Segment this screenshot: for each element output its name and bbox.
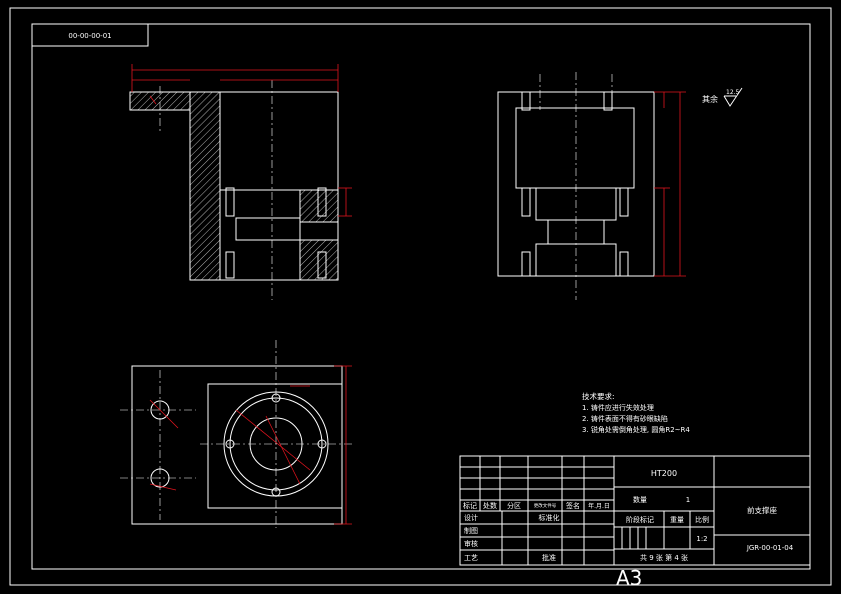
scale-value: 1:2	[696, 535, 707, 543]
front-section-view	[129, 64, 352, 300]
rev-header-count: 处数	[483, 501, 497, 510]
standardize-text: 标准化	[539, 513, 560, 522]
title-block: HT200 前支撑座 数量 1 阶段标记 重量 比例 1:2 共 9 张 第 4…	[459, 455, 811, 566]
weight-label: 重量	[670, 516, 684, 524]
tech-req-item-3: 3. 锐角处需倒角处理, 圆角R2~R4	[582, 425, 690, 434]
inner-border	[31, 23, 811, 570]
drawing-number-text: 00-00-00-01	[68, 32, 111, 40]
outer-border	[9, 7, 832, 586]
role-draw: 制图	[464, 526, 478, 535]
role-process: 工艺	[464, 554, 478, 562]
surface-finish-symbol: 其余 12.5	[702, 87, 743, 107]
scale-label: 比例	[695, 515, 709, 524]
side-view	[497, 72, 686, 300]
rev-header-date: 年.月.日	[588, 502, 610, 510]
tech-req-title: 技术要求:	[582, 391, 615, 401]
role-design: 设计	[464, 513, 478, 522]
rev-header-mark: 标记	[463, 501, 477, 510]
rev-header-doc: 更改文件号	[534, 502, 557, 509]
paper-size-label: A3	[616, 566, 642, 590]
part-name-text: 前支撑座	[747, 505, 777, 515]
drawing-code-text: JGR-00-01-04	[746, 544, 794, 552]
quantity-label: 数量	[633, 495, 647, 504]
quantity-value: 1	[686, 496, 690, 504]
surface-finish-value: 12.5	[726, 89, 740, 96]
rev-header-zone: 分区	[507, 501, 521, 510]
top-view	[120, 340, 352, 528]
material-text: HT200	[651, 469, 677, 478]
role-review: 审核	[464, 539, 478, 548]
approve-text: 批准	[542, 553, 556, 562]
drawing-number-box: 00-00-00-01	[31, 23, 149, 47]
technical-requirements: 技术要求: 1. 铸件应进行失效处理 2. 铸件表面不得有砂眼缺陷 3. 锐角处…	[582, 391, 690, 434]
sheets-text: 共 9 张 第 4 张	[640, 553, 688, 562]
tech-req-item-2: 2. 铸件表面不得有砂眼缺陷	[582, 414, 668, 423]
surface-finish-label: 其余	[702, 94, 718, 104]
rev-header-sign: 签名	[566, 501, 580, 510]
tech-req-item-1: 1. 铸件应进行失效处理	[582, 403, 654, 412]
stage-label: 阶段标记	[626, 515, 654, 524]
